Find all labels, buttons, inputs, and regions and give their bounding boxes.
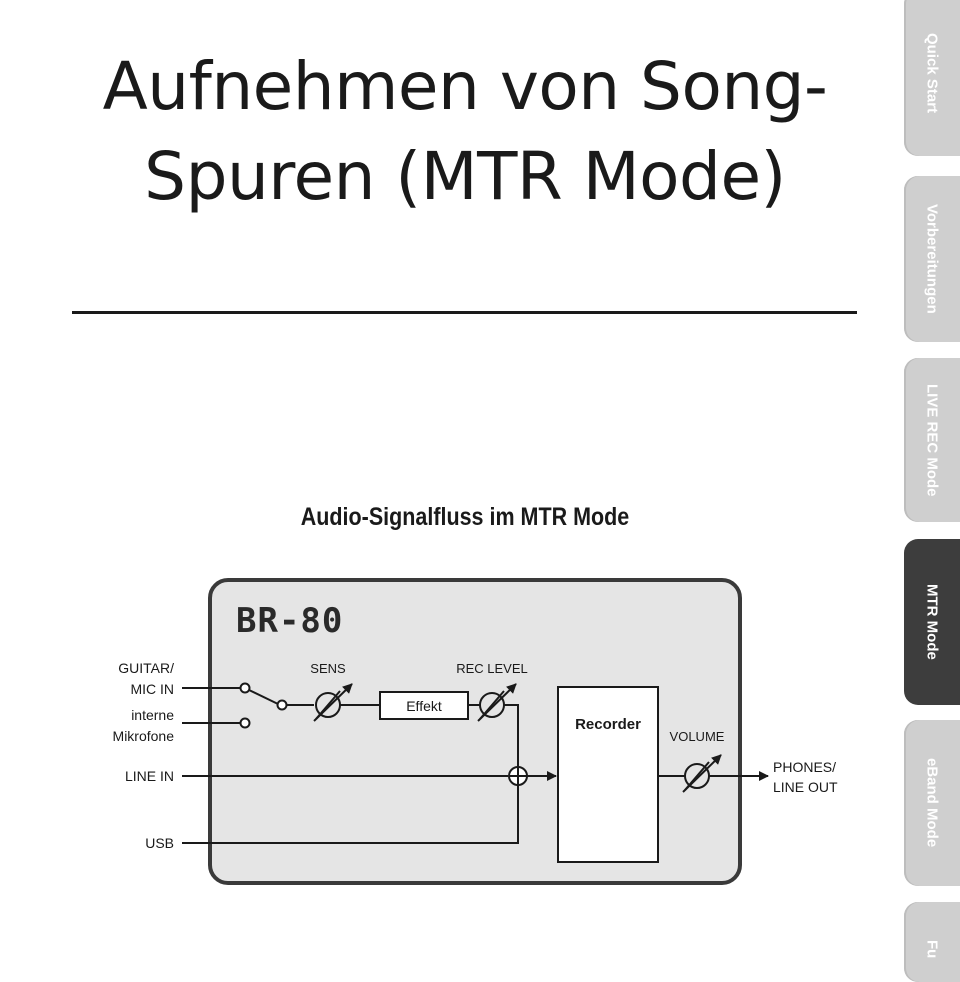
device-body: [208, 578, 742, 885]
tab-mtr-mode-label: MTR Mode: [923, 584, 941, 660]
page-title: Aufnehmen von Song- Spuren (MTR Mode): [60, 42, 870, 222]
label-volume: VOLUME: [670, 729, 725, 744]
label-rec-level: REC LEVEL: [456, 661, 528, 676]
label-mic-2: Mikrofone: [113, 728, 175, 744]
title-divider: [72, 311, 857, 314]
sens-knob: [313, 683, 353, 722]
label-usb: USB: [145, 835, 174, 851]
input-switch: [248, 689, 279, 705]
label-recorder: Recorder: [575, 716, 641, 733]
switch-contact-guitar: [239, 682, 251, 694]
section-tabs: Quick Start Vorbereitungen LIVE REC Mode…: [902, 0, 960, 982]
tab-eband-mode[interactable]: eBand Mode: [904, 720, 960, 886]
label-line-in: LINE IN: [125, 768, 174, 784]
switch-pivot: [276, 699, 288, 711]
label-guitar-1: GUITAR/: [118, 660, 174, 676]
label-sens: SENS: [310, 661, 346, 676]
page-title-line2: Spuren (MTR Mode): [144, 138, 786, 215]
switch-contact-mic: [239, 717, 251, 729]
tab-vorbereitungen-label: Vorbereitungen: [923, 204, 941, 314]
label-effekt: Effekt: [406, 698, 442, 714]
tab-live-rec-mode-label: LIVE REC Mode: [923, 383, 941, 497]
page-title-line1: Aufnehmen von Song-: [102, 48, 828, 125]
volume-knob: [682, 754, 722, 793]
tab-live-rec-mode[interactable]: LIVE REC Mode: [904, 358, 960, 522]
tab-fu-label: Fu: [923, 940, 941, 959]
label-phones-1: PHONES/: [773, 759, 836, 775]
device-logo: BR-80: [236, 601, 343, 641]
tab-vorbereitungen[interactable]: Vorbereitungen: [904, 176, 960, 342]
label-guitar-2: MIC IN: [130, 681, 174, 697]
diagram-title: Audio-Signalfluss im MTR Mode: [300, 503, 630, 531]
tab-fu[interactable]: Fu: [904, 902, 960, 982]
effekt-box: [379, 691, 469, 720]
rec-level-knob: [477, 683, 517, 722]
recorder-box: [557, 686, 659, 863]
tab-eband-mode-label: eBand Mode: [923, 758, 941, 848]
mixer-sum: [508, 766, 528, 786]
tab-mtr-mode[interactable]: MTR Mode: [904, 539, 960, 705]
label-mic-1: interne: [131, 707, 174, 723]
tab-quick-start[interactable]: Quick Start: [904, 0, 960, 156]
label-phones-2: LINE OUT: [773, 779, 838, 795]
tab-quick-start-label: Quick Start: [923, 32, 941, 114]
